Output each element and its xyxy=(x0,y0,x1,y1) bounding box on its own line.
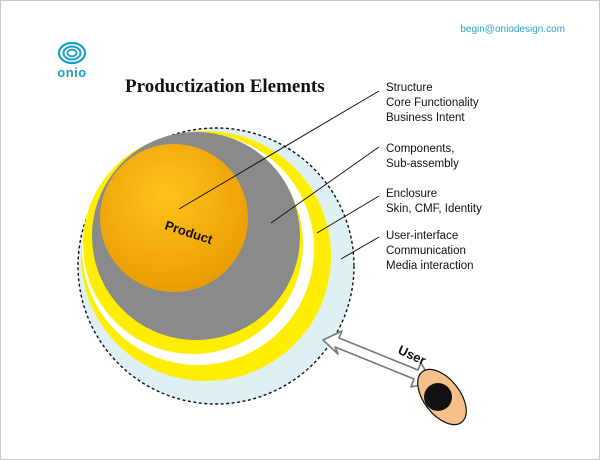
user-head-icon xyxy=(424,383,452,411)
logo-mark-icon xyxy=(57,41,87,65)
label-enclosure: Enclosure Skin, CMF, Identity xyxy=(386,187,482,217)
product-core xyxy=(100,144,248,292)
label-enclosure-line-1: Enclosure xyxy=(386,188,438,200)
user-figure xyxy=(417,368,467,426)
label-ui-line-2: Communication xyxy=(386,245,466,257)
label-product: Structure Core Functionality Business In… xyxy=(386,81,479,126)
label-ui-line-1: User-interface xyxy=(386,230,459,242)
label-ui-line-3: Media interaction xyxy=(386,260,474,272)
contact-email[interactable]: begin@oniodesign.com xyxy=(460,24,565,35)
leader-line-enclosure xyxy=(316,195,380,234)
leader-line-product xyxy=(178,90,380,210)
label-product-line-3: Business Intent xyxy=(386,112,465,124)
label-components-line-2: Sub-assembly xyxy=(386,158,459,170)
label-product-line-2: Core Functionality xyxy=(386,97,479,109)
label-components: Components, Sub-assembly xyxy=(386,142,459,172)
logo-text: onio xyxy=(57,65,87,80)
leader-line-components xyxy=(270,146,380,224)
leader-line-user-interface xyxy=(340,236,380,260)
label-user-interface: User-interface Communication Media inter… xyxy=(386,229,474,274)
onio-logo: onio xyxy=(47,39,97,81)
label-enclosure-line-2: Skin, CMF, Identity xyxy=(386,203,482,215)
label-product-line-1: Structure xyxy=(386,82,433,94)
diagram-title: Productization Elements xyxy=(125,76,325,97)
label-components-line-1: Components, xyxy=(386,143,455,155)
